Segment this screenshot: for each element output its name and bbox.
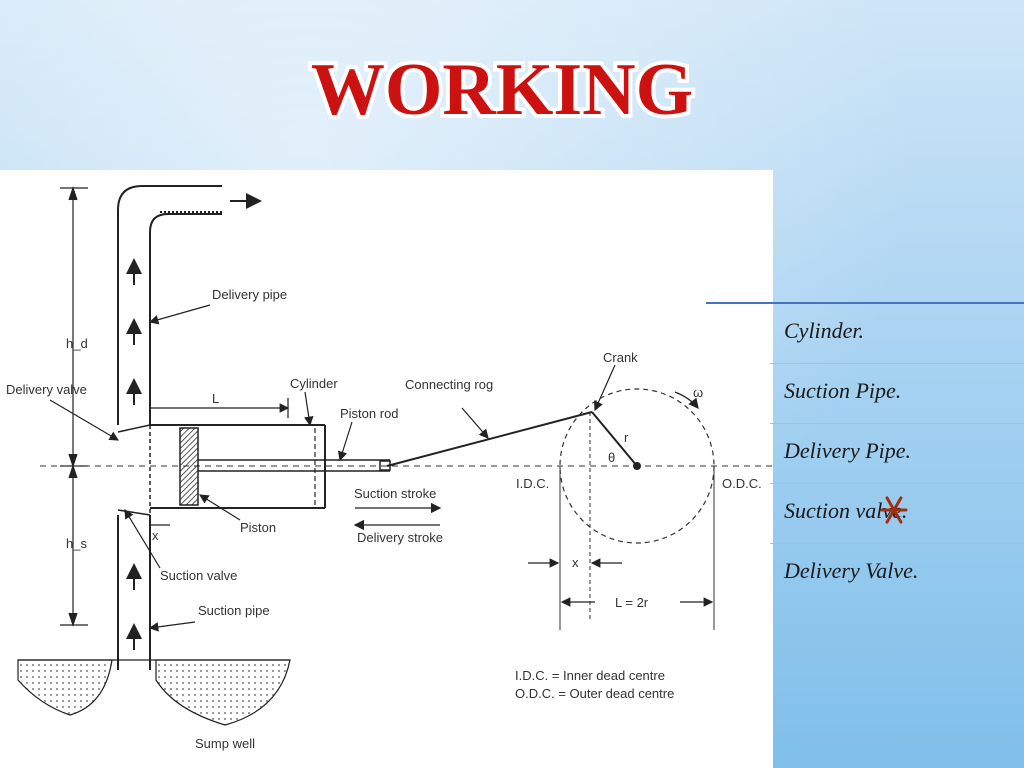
valve-x-dimension [149,518,170,532]
delivery-stroke-label: Delivery stroke [357,530,443,545]
delivery-pipe-label: Delivery pipe [212,287,287,302]
list-top-rule [706,302,1024,304]
theta-label: θ [608,450,615,465]
list-item-delivery-pipe: Delivery Pipe. [770,424,1024,484]
r-label: r [624,430,629,445]
stroke-arrows [353,502,442,531]
legend-odc: O.D.C. = Outer dead centre [515,686,674,701]
height-dimension [60,186,88,627]
piston-label: Piston [240,520,276,535]
asterisk-icon [872,488,916,532]
cylinder-label: Cylinder [290,376,338,391]
suction-pipe-label: Suction pipe [198,603,270,618]
L-label: L [212,391,219,406]
list-item-suction-valve: Suction valve. [770,484,1024,544]
rotation-arrow [674,391,699,410]
L-2r-label: L = 2r [615,595,649,610]
omega-label: ω [693,385,703,400]
slide-title-text: WORKING [311,49,693,131]
list-item-suction-pipe: Suction Pipe. [770,364,1024,424]
connecting-rod-label: Connecting rog [405,377,493,392]
leader-lines [49,304,616,632]
cylinder [150,424,326,509]
odc-label: O.D.C. [722,476,762,491]
slide-title-outline: WORKING [311,49,693,131]
sump-well-label: Sump well [195,736,255,751]
suction-valve-label: Suction valve [160,568,237,583]
list-item-delivery-valve: Delivery Valve. [784,558,919,583]
hs-label: h_s [66,536,87,551]
piston [179,427,199,506]
pipe [117,185,222,670]
valve-x-label: x [152,528,159,543]
stroke-dimension [149,398,290,418]
crank-center [633,462,641,470]
suction-stroke-label: Suction stroke [354,486,436,501]
connecting-rod [386,411,593,467]
slide-title: WORKING WORKING [0,40,1024,140]
crank-dimensions [528,558,714,607]
valves [117,424,151,516]
flow-arrows [126,193,262,650]
delivery-valve-label: Delivery valve [6,382,87,397]
list-item-cylinder: Cylinder. [770,304,1024,364]
piston-rod-label: Piston rod [340,406,399,421]
hd-label: h_d [66,336,88,351]
pump-diagram: h_d h_s [0,170,773,768]
sump-well [17,659,291,726]
idc-label: I.D.C. [516,476,549,491]
parts-list: Cylinder. Suction Pipe. Delivery Pipe. S… [706,302,1024,604]
crank-label: Crank [603,350,638,365]
crank-arm [591,411,638,467]
crank-x-label: x [572,555,579,570]
legend-idc: I.D.C. = Inner dead centre [515,668,665,683]
